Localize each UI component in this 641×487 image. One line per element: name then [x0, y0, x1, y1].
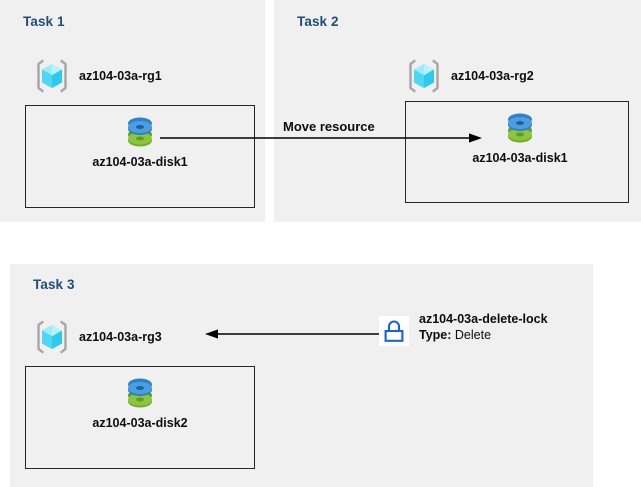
- delete-lock-name: az104-03a-delete-lock: [419, 312, 548, 326]
- resource-box-task3: [25, 366, 255, 469]
- resource-group-cube-icon: [33, 318, 71, 356]
- task-panel-task1: [0, 0, 265, 222]
- delete-lock-type-key: Type:: [419, 327, 455, 342]
- resource-group-task3: az104-03a-rg3: [33, 318, 162, 356]
- resource-group-label-task2: az104-03a-rg2: [451, 69, 534, 83]
- resource-group-cube-icon: [33, 57, 71, 95]
- move-resource-label: Move resource: [283, 119, 375, 134]
- task-panel-title-task1: Task 1: [23, 14, 65, 29]
- delete-lock-type-line: Type: Delete: [419, 328, 548, 344]
- resource-group-cube-icon: [405, 57, 443, 95]
- task-panel-title-task3: Task 3: [33, 277, 75, 292]
- task-panel-title-task2: Task 2: [297, 14, 339, 29]
- task-panel-task2: [274, 0, 641, 222]
- delete-lock-block: az104-03a-delete-lock Type: Delete: [379, 312, 548, 346]
- resource-group-task1: az104-03a-rg1: [33, 57, 162, 95]
- padlock-icon: [379, 316, 409, 346]
- managed-disk-icon: [121, 114, 159, 152]
- resource-box-task2: [405, 101, 629, 203]
- delete-lock-type-value: Delete: [454, 327, 492, 342]
- disk-label-task1: az104-03a-disk1: [92, 155, 188, 169]
- disk-resource-task3: az104-03a-disk2: [60, 375, 220, 430]
- resource-group-task2: az104-03a-rg2: [405, 57, 534, 95]
- delete-lock-text: az104-03a-delete-lock Type: Delete: [419, 312, 548, 343]
- disk-label-task3: az104-03a-disk2: [92, 416, 188, 430]
- managed-disk-icon: [121, 375, 159, 413]
- disk-resource-task2: az104-03a-disk1: [440, 110, 600, 165]
- disk-resource-task1: az104-03a-disk1: [60, 114, 220, 169]
- disk-label-task2: az104-03a-disk1: [472, 151, 568, 165]
- resource-box-task1: [25, 105, 255, 208]
- resource-group-label-task3: az104-03a-rg3: [79, 330, 162, 344]
- managed-disk-icon: [501, 110, 539, 148]
- delete-lock-arrow: [205, 329, 381, 339]
- task-panel-task3: [10, 264, 593, 487]
- resource-group-label-task1: az104-03a-rg1: [79, 69, 162, 83]
- move-resource-arrow: [160, 133, 482, 143]
